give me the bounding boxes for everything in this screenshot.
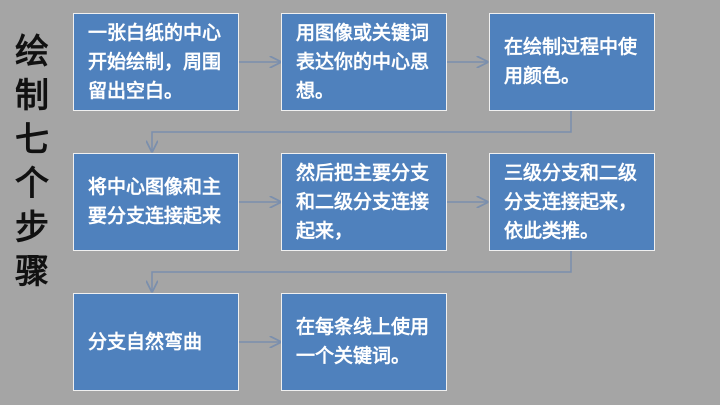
step-box-1: 一张白纸的中心开始绘制，周围留出空白。 [73,13,239,111]
step-box-3: 在绘制过程中使用颜色。 [489,13,655,111]
title-char: 七 [15,120,49,160]
step-text: 然后把主要分支和二级分支连接起来， [296,161,430,242]
step-box-6: 三级分支和二级分支连接起来，依此类推。 [489,153,655,251]
step-box-7: 分支自然弯曲 [73,293,239,391]
step-text: 一张白纸的中心开始绘制，周围留出空白。 [88,21,222,102]
step-text: 在绘制过程中使用颜色。 [504,36,638,87]
step-text: 用图像或关键词表达你的中心思想。 [296,21,430,102]
diagram-title: 绘 制 七 个 步 骤 [12,30,52,294]
step-text: 分支自然弯曲 [88,330,203,353]
step-text: 在每条线上使用一个关键词。 [296,316,430,367]
step-text: 三级分支和二级分支连接起来，依此类推。 [504,161,638,242]
step-box-4: 将中心图像和主要分支连接起来 [73,153,239,251]
step-box-8: 在每条线上使用一个关键词。 [281,293,447,391]
title-char: 步 [15,208,49,248]
step-text: 将中心图像和主要分支连接起来 [88,176,222,227]
title-char: 制 [15,76,49,116]
title-char: 绘 [15,32,49,72]
arrow-6-7 [152,250,572,291]
step-box-2: 用图像或关键词表达你的中心思想。 [281,13,447,111]
title-char: 骤 [15,252,49,292]
arrow-3-4 [152,110,572,151]
title-char: 个 [15,164,49,204]
step-box-5: 然后把主要分支和二级分支连接起来， [281,153,447,251]
